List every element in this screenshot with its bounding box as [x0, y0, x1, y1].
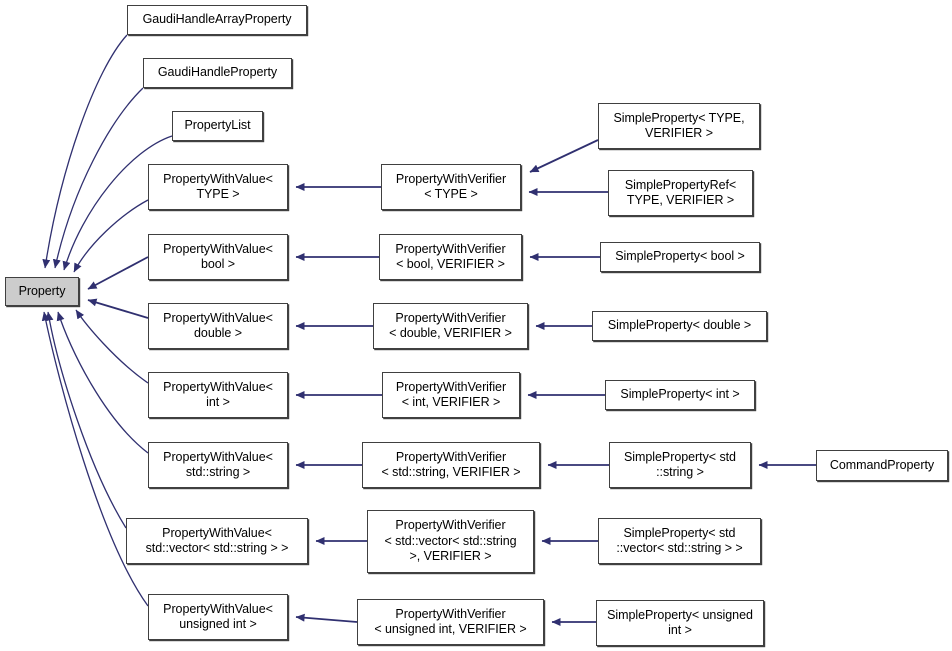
class-node-label: PropertyWithValue< bool >: [163, 241, 273, 272]
class-node-spref-type[interactable]: SimplePropertyRef< TYPE, VERIFIER >: [608, 170, 753, 216]
class-node-property[interactable]: Property: [5, 277, 79, 306]
class-node-label: GaudiHandleProperty: [157, 65, 278, 80]
class-node-label: PropertyWithVerifier < bool, VERIFIER >: [395, 241, 506, 272]
class-node-label: PropertyWithValue< std::string >: [163, 449, 273, 480]
class-node-label: PropertyWithValue< int >: [163, 379, 273, 410]
class-node-label: SimpleProperty< TYPE, VERIFIER >: [613, 110, 745, 141]
inheritance-edge-sp-type-to-pwvf-type: [529, 139, 599, 173]
class-node-gaudi-handle[interactable]: GaudiHandleProperty: [143, 58, 292, 88]
class-node-pwv-type[interactable]: PropertyWithValue< TYPE >: [148, 164, 288, 210]
class-node-pwvf-uint[interactable]: PropertyWithVerifier < unsigned int, VER…: [357, 599, 544, 645]
class-node-pwvf-int[interactable]: PropertyWithVerifier < int, VERIFIER >: [382, 372, 520, 418]
class-node-sp-vec-string[interactable]: SimpleProperty< std ::vector< std::strin…: [598, 518, 761, 564]
class-node-sp-uint[interactable]: SimpleProperty< unsigned int >: [596, 600, 764, 646]
inheritance-edge-pwvf-uint-to-pwv-uint: [295, 613, 358, 623]
class-node-label: SimpleProperty< bool >: [615, 249, 745, 264]
class-node-label: PropertyWithVerifier < std::string, VERI…: [381, 449, 521, 480]
class-node-label: PropertyWithValue< TYPE >: [163, 171, 273, 202]
class-node-pwv-bool[interactable]: PropertyWithValue< bool >: [148, 234, 288, 280]
class-node-label: SimpleProperty< double >: [607, 318, 752, 333]
class-node-sp-double[interactable]: SimpleProperty< double >: [592, 311, 767, 341]
class-node-label: PropertyWithVerifier < int, VERIFIER >: [395, 379, 507, 410]
class-node-pwv-double[interactable]: PropertyWithValue< double >: [148, 303, 288, 349]
class-node-label: CommandProperty: [829, 457, 935, 472]
class-node-sp-bool[interactable]: SimpleProperty< bool >: [600, 242, 760, 272]
class-node-label: SimpleProperty< std ::vector< std::strin…: [616, 525, 743, 556]
class-node-label: PropertyList: [184, 118, 251, 133]
inheritance-edge-pwv-string-to-property: [56, 311, 149, 454]
class-node-label: PropertyWithVerifier < TYPE >: [395, 171, 507, 202]
class-node-label: PropertyWithValue< double >: [163, 310, 273, 341]
class-node-pwv-int[interactable]: PropertyWithValue< int >: [148, 372, 288, 418]
class-node-pwv-uint[interactable]: PropertyWithValue< unsigned int >: [148, 594, 288, 640]
class-node-label: PropertyWithValue< unsigned int >: [163, 601, 273, 632]
class-node-sp-int[interactable]: SimpleProperty< int >: [605, 380, 755, 410]
class-node-label: SimplePropertyRef< TYPE, VERIFIER >: [624, 177, 737, 208]
inheritance-edge-gaudi-handle-to-property: [52, 87, 144, 269]
class-node-property-list[interactable]: PropertyList: [172, 111, 263, 141]
class-node-label: Property: [18, 283, 66, 298]
inheritance-edge-pwv-bool-to-property: [87, 256, 149, 290]
class-node-label: PropertyWithValue< std::vector< std::str…: [145, 525, 289, 556]
class-node-pwvf-string[interactable]: PropertyWithVerifier < std::string, VERI…: [362, 442, 540, 488]
class-node-sp-type[interactable]: SimpleProperty< TYPE, VERIFIER >: [598, 103, 760, 149]
class-node-label: SimpleProperty< int >: [620, 387, 740, 402]
inheritance-edge-gaudi-handle-array-to-property: [42, 34, 128, 269]
class-node-pwvf-type[interactable]: PropertyWithVerifier < TYPE >: [381, 164, 521, 210]
class-node-label: PropertyWithVerifier < std::vector< std:…: [384, 518, 517, 564]
inheritance-edge-pwv-vec-string-to-property: [45, 311, 127, 529]
class-node-label: SimpleProperty< std ::string >: [624, 449, 736, 480]
inheritance-edge-pwv-type-to-property: [73, 199, 149, 273]
class-node-label: GaudiHandleArrayProperty: [142, 12, 292, 27]
class-node-label: PropertyWithVerifier < unsigned int, VER…: [374, 606, 527, 637]
class-node-pwv-string[interactable]: PropertyWithValue< std::string >: [148, 442, 288, 488]
class-node-pwvf-double[interactable]: PropertyWithVerifier < double, VERIFIER …: [373, 303, 528, 349]
inheritance-edge-pwv-double-to-property: [87, 298, 149, 319]
class-node-command-property[interactable]: CommandProperty: [816, 450, 948, 481]
class-node-label: SimpleProperty< unsigned int >: [607, 607, 753, 638]
class-node-sp-string[interactable]: SimpleProperty< std ::string >: [609, 442, 751, 488]
class-node-pwvf-bool[interactable]: PropertyWithVerifier < bool, VERIFIER >: [379, 234, 522, 280]
inheritance-edge-pwv-int-to-property: [75, 309, 149, 384]
class-node-pwvf-vec-string[interactable]: PropertyWithVerifier < std::vector< std:…: [367, 510, 534, 573]
class-node-label: PropertyWithVerifier < double, VERIFIER …: [389, 310, 512, 341]
class-node-pwv-vec-string[interactable]: PropertyWithValue< std::vector< std::str…: [126, 518, 308, 564]
class-node-gaudi-handle-array[interactable]: GaudiHandleArrayProperty: [127, 5, 307, 35]
